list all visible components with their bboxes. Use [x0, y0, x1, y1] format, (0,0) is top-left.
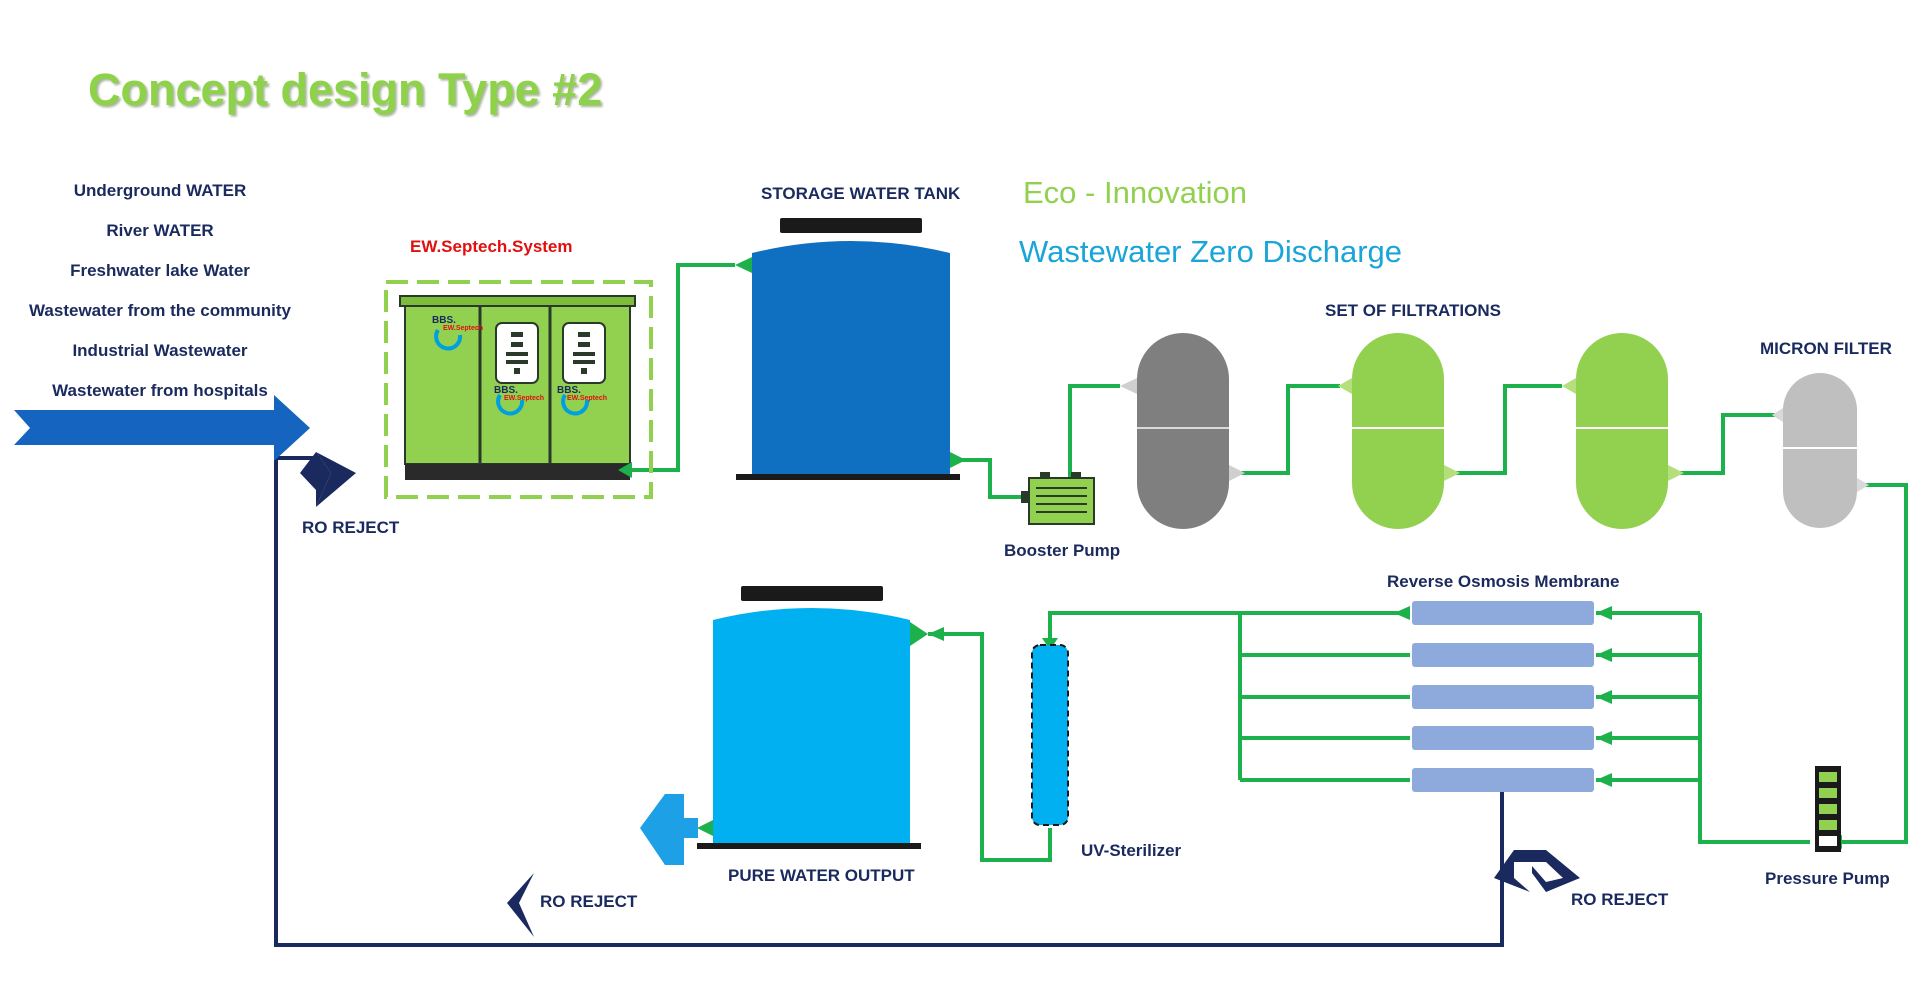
pure-water-output-label: PURE WATER OUTPUT	[728, 866, 915, 885]
septech-cabinet	[384, 280, 653, 499]
ro-reject-label-return: RO REJECT	[540, 892, 638, 911]
source-freshwater-lake: Freshwater lake Water	[70, 261, 250, 280]
pipe-micron-to-pressure-pump	[1826, 483, 1908, 844]
cabinet-sub-2: EW.Septech	[504, 395, 545, 402]
source-community-wastewater: Wastewater from the community	[29, 301, 291, 320]
reverse-osmosis-label: Reverse Osmosis Membrane	[1387, 572, 1620, 591]
booster-pump-label: Booster Pump	[1004, 541, 1121, 560]
green-pipes	[628, 263, 1908, 862]
page-title: Concept design Type #2	[88, 64, 603, 115]
ro-reject-arrow-down	[1494, 850, 1580, 892]
ro-membranes	[1412, 601, 1594, 792]
set-of-filtrations-label: SET OF FILTRATIONS	[1325, 301, 1501, 320]
source-river-water: River WATER	[106, 221, 214, 240]
storage-water-tank	[735, 218, 966, 480]
pipe-booster-to-filter1	[1068, 384, 1120, 478]
uv-sterilizer-unit	[1031, 644, 1069, 826]
septech-system-label: EW.Septech.System	[410, 237, 573, 256]
filter-1-grey	[1120, 333, 1245, 529]
booster-pump-icon	[1021, 472, 1095, 525]
cabinet-brand-3: BBS.	[557, 385, 581, 396]
ro-reject-label-membrane: RO REJECT	[1571, 890, 1669, 909]
source-hospital-wastewater: Wastewater from hospitals	[52, 381, 268, 400]
pipe-filter3-to-micron	[1670, 413, 1776, 475]
filter-2-green	[1338, 333, 1460, 529]
tank-outlet-nozzle	[950, 452, 966, 468]
ro-reject-arrow-right-tail	[300, 452, 331, 507]
pipe-tank-to-booster	[950, 458, 1022, 499]
septech-outlet-nozzle	[618, 462, 632, 478]
pipe-pressure-pump-to-ro	[1698, 613, 1810, 844]
ro-reject-arrow-left	[507, 873, 534, 937]
tank-inlet-nozzle	[735, 257, 752, 273]
pipe-filter1-to-filter2	[1228, 384, 1340, 475]
inlet-arrow	[14, 395, 310, 461]
ro-reject-arrow-right	[316, 452, 356, 507]
pure-water-tank	[697, 586, 928, 849]
cabinet-sub-1: EW.Septech	[443, 325, 484, 332]
cabinet-brand-1: BBS.	[432, 315, 456, 326]
micron-filter-cartridge	[1772, 373, 1869, 528]
pressure-pump-icon	[1815, 766, 1841, 852]
pure-tank-inlet-nozzle	[910, 622, 928, 646]
storage-tank-label: STORAGE WATER TANK	[761, 184, 961, 203]
source-industrial-wastewater: Industrial Wastewater	[72, 341, 248, 360]
uv-sterilizer-label: UV-Sterilizer	[1081, 841, 1182, 860]
pipe-septech-to-tank	[628, 263, 735, 472]
filter-3-green	[1562, 333, 1684, 529]
ro-reject-label-inlet: RO REJECT	[302, 518, 400, 537]
pipe-ro-to-uv	[1048, 611, 1240, 640]
source-underground-water: Underground WATER	[73, 181, 247, 200]
pipe-filter2-to-filter3	[1447, 384, 1562, 475]
cabinet-sub-3: EW.Septech	[567, 395, 608, 402]
ro-reject-line	[274, 456, 1504, 947]
pressure-pump-label: Pressure Pump	[1765, 869, 1890, 888]
tagline-eco-innovation: Eco - Innovation	[1023, 175, 1248, 210]
cabinet-brand-2: BBS.	[494, 385, 518, 396]
tagline-zero-discharge: Wastewater Zero Discharge	[1019, 234, 1403, 269]
pure-water-output-arrow	[640, 794, 698, 865]
pipe-uv-to-pure-tank	[928, 632, 1052, 862]
pure-tank-outlet-nozzle	[697, 820, 713, 836]
micron-filter-label: MICRON FILTER	[1760, 339, 1892, 358]
